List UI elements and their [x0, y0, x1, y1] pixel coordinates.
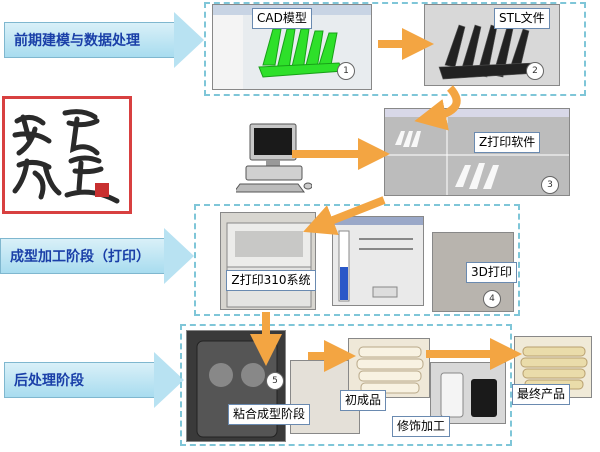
step-number-2: 2: [526, 62, 544, 80]
zprint-310-system-image: [220, 212, 316, 310]
computer-icon: [233, 122, 313, 194]
region-modeling: [204, 2, 586, 96]
step-number-5: 5: [266, 372, 284, 390]
stage-label-printing: 成型加工阶段（打印）: [10, 249, 150, 265]
step-number-3: 3: [541, 176, 559, 194]
stage-label-postprocess: 后处理阶段: [14, 373, 84, 389]
step-number-4: 4: [483, 290, 501, 308]
calligraphy-logo-image: [12, 109, 120, 204]
step-zprint-system-label: Z打印310系统: [226, 270, 316, 291]
stage-arrow-modeling: 前期建模与数据处理: [4, 12, 204, 68]
step-finishing-label: 修饰加工: [392, 416, 451, 437]
finishing-image: [430, 362, 506, 424]
stage-arrow-printing: 成型加工阶段（打印）: [0, 228, 196, 284]
step-zprint-software-label: Z打印软件: [474, 132, 541, 153]
stage-label-modeling: 前期建模与数据处理: [14, 33, 140, 49]
step-final-product-label: 最终产品: [512, 384, 571, 405]
initial-product-image: [348, 338, 430, 398]
print-dialog-image: [332, 216, 424, 306]
step-3d-print-label: 3D打印: [466, 262, 517, 283]
step-number-1: 1: [337, 62, 355, 80]
step-bonding-label: 粘合成型阶段: [228, 404, 311, 425]
stage-arrow-postprocess: 后处理阶段: [4, 352, 184, 408]
step-stl-label: STL文件: [494, 8, 550, 29]
step-initial-product-label: 初成品: [340, 390, 387, 411]
region-postprocess: [180, 324, 512, 446]
logo-calligraphy: [2, 96, 132, 214]
step-cad-label: CAD模型: [252, 8, 312, 29]
